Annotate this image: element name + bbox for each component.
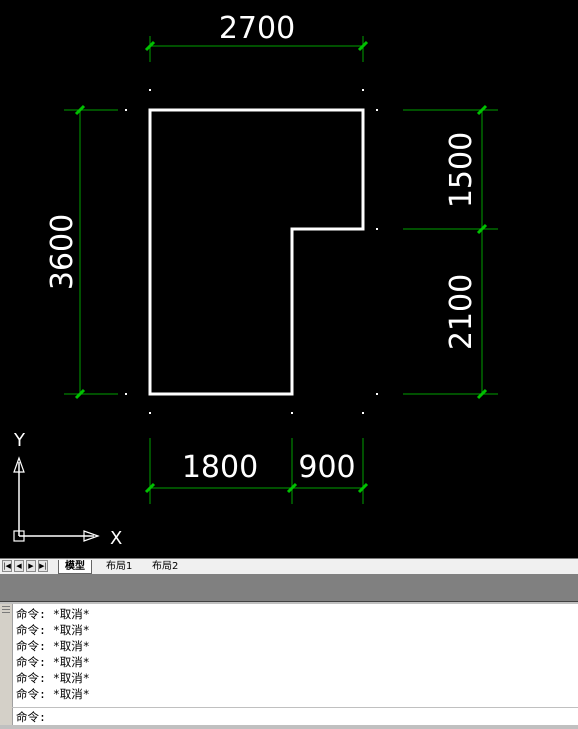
command-history-line: 命令: *取消* [16,607,90,621]
command-history-line: 命令: *取消* [16,671,90,685]
last-icon[interactable]: ▶| [38,560,48,572]
tab-layout1[interactable]: 布局1 [106,561,133,572]
dimension-right-lower-value: 2100 [444,274,479,350]
command-history-line: 命令: *取消* [16,639,90,653]
command-history-line: 命令: *取消* [16,687,90,701]
dimension-bottom-left-value: 1800 [182,450,258,485]
layout-tab-bar: |◀ ◀ ▶ ▶| 模型 布局1 布局2 [0,558,578,574]
tab-model[interactable]: 模型 [58,560,92,574]
window-splitter[interactable] [0,574,578,602]
dimension-right-upper-value: 1500 [444,132,479,208]
command-prompt: 命令: [16,710,46,724]
command-history-line: 命令: *取消* [16,655,90,669]
dimension-left-value: 3600 [45,214,80,290]
command-history-line: 命令: *取消* [16,623,90,637]
ucs-y-label: Y [13,430,26,451]
ucs-icon: Y X [13,430,122,549]
room-outline[interactable] [148,108,365,396]
command-window: 命令: *取消* 命令: *取消* 命令: *取消* 命令: *取消* 命令: … [0,602,578,729]
dimension-top[interactable]: 2700 [144,11,369,62]
dimension-bottom[interactable]: 1800 900 [144,438,369,504]
drawing-viewport[interactable]: 2700 3600 1500 2100 [0,0,578,560]
ucs-x-label: X [110,528,122,549]
command-window-grip[interactable] [0,604,13,727]
first-icon[interactable]: |◀ [2,560,12,572]
command-history: 命令: *取消* 命令: *取消* 命令: *取消* 命令: *取消* 命令: … [16,606,574,702]
command-input[interactable] [60,708,560,724]
prev-icon[interactable]: ◀ [14,560,24,572]
command-input-row: 命令: [12,707,578,726]
dimension-bottom-right-value: 900 [298,450,355,485]
dimension-right[interactable]: 1500 2100 [403,104,498,400]
next-icon[interactable]: ▶ [26,560,36,572]
dimension-left[interactable]: 3600 [45,104,118,400]
extension-dots [125,89,378,414]
status-strip [0,725,578,729]
tab-layout2[interactable]: 布局2 [152,561,179,572]
dimension-top-value: 2700 [219,11,295,46]
